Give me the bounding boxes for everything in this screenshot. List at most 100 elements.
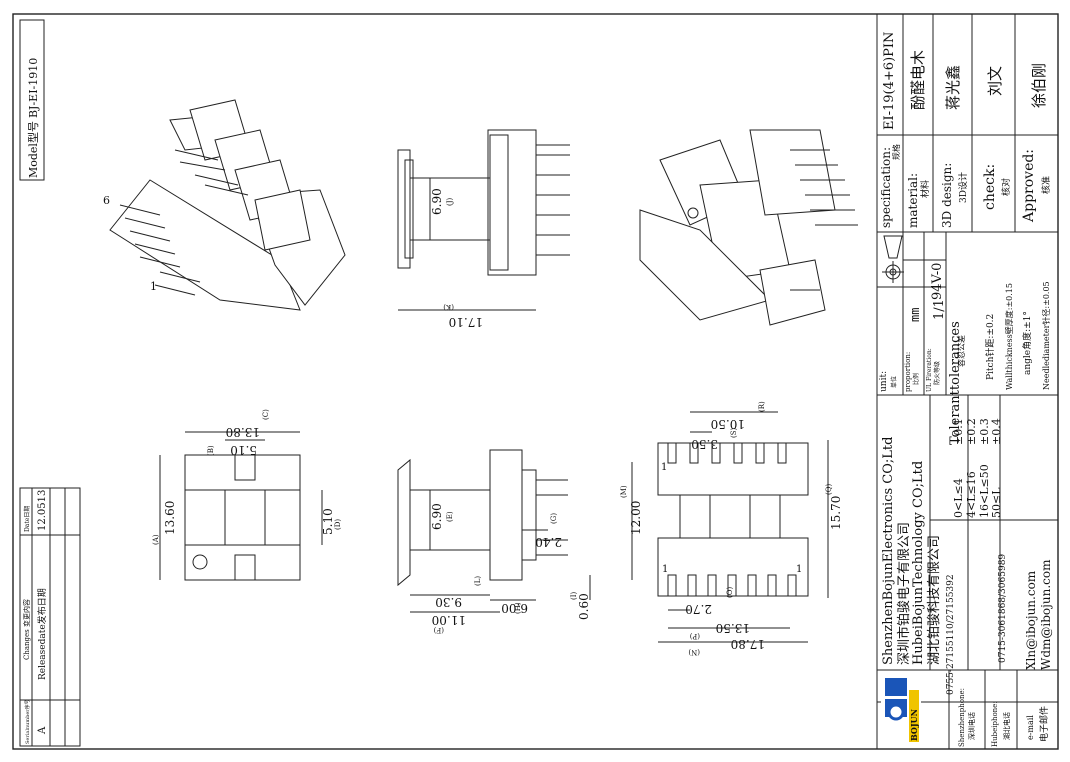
unit-cn: 单位 bbox=[890, 376, 898, 388]
tol-value-1: ±0.1 bbox=[952, 418, 965, 445]
dim-H-tag: (H) bbox=[514, 602, 522, 614]
proportion-label: proportion: bbox=[904, 352, 912, 392]
dim-O-tag: (O) bbox=[726, 587, 734, 598]
sz-phone-cn: 深圳电话 bbox=[967, 712, 976, 740]
fire-label: UL Fireration: bbox=[926, 348, 933, 392]
iso-view-right bbox=[639, 129, 858, 326]
dim-P-tag: (P) bbox=[690, 632, 700, 640]
company-block: ShenzhenBojunElectronics CO;Ltd 深圳市铂骏电子有… bbox=[881, 437, 942, 665]
tol-range-3: 16<L≤50 bbox=[978, 464, 991, 518]
dim-M-tag: (M) bbox=[620, 485, 628, 498]
tol-note-wall: Wallthickness壁厚度:±0.15 bbox=[1004, 283, 1014, 390]
logo-mark-3 bbox=[887, 703, 905, 721]
unit-block: unit: 单位 mm proportion: 比例 1/1 UL Firera… bbox=[879, 263, 947, 392]
dim-E-value: 6.90 bbox=[430, 503, 444, 530]
iso-pin-label-1: 1 bbox=[150, 280, 157, 293]
tol-value-4: ±0.4 bbox=[990, 418, 1003, 445]
fire-cn: 防火等级 bbox=[933, 361, 941, 385]
spec-texts: specification: 规格 EI-19(4+6)PIN material… bbox=[879, 32, 1052, 228]
approved-label: Approved: bbox=[1021, 149, 1037, 223]
email-label: e-mail bbox=[1026, 715, 1035, 740]
sz-phone-value: 0755-27155110/27155392 bbox=[946, 574, 956, 695]
front-view bbox=[159, 431, 323, 581]
side-view-bottom bbox=[397, 449, 591, 613]
unit-label: unit: bbox=[879, 371, 889, 392]
check-value: 刘文 bbox=[986, 66, 1004, 96]
spec-label: specification: bbox=[879, 147, 893, 228]
model-text: Model型号BJ-EI-1910 bbox=[26, 58, 40, 178]
dim-I-value: 0.60 bbox=[577, 593, 591, 620]
bottom-pin-label-a: 1 bbox=[661, 462, 667, 473]
iso-view-left bbox=[109, 99, 346, 311]
dim-D-tag: (D) bbox=[334, 519, 342, 530]
bottom-view bbox=[631, 411, 829, 643]
dim-C-value: 13.80 bbox=[226, 425, 260, 439]
logo-text: BOJUN bbox=[909, 709, 919, 741]
check-label: check: bbox=[982, 164, 998, 210]
dim-K-value: 17.10 bbox=[449, 315, 483, 329]
dim-R-value: 10.50 bbox=[711, 417, 745, 431]
tol-range-4: 50≤L bbox=[990, 487, 1003, 518]
dim-D-value: 5.10 bbox=[321, 508, 335, 535]
dim-E-tag: (E) bbox=[446, 511, 454, 522]
bojun-logo: BOJUN bbox=[881, 675, 921, 743]
tol-cn: 容忍公差 bbox=[956, 335, 966, 367]
dim-S-tag: (S) bbox=[730, 427, 738, 438]
dim-I-tag: (I) bbox=[570, 592, 578, 600]
approved-cn: 核准 bbox=[1040, 176, 1052, 194]
tol-range-1: 0<L≤4 bbox=[952, 478, 965, 518]
dim-G-value: 2.40 bbox=[535, 535, 562, 549]
logo-mark-1 bbox=[885, 678, 907, 696]
contacts-block: 0755-27155110/27155392 Shenzhenphone: 深圳… bbox=[946, 554, 1053, 747]
projection-symbol-icon bbox=[882, 235, 904, 283]
dim-A-tag: (A) bbox=[152, 534, 160, 545]
spec-value: EI-19(4+6)PIN bbox=[882, 32, 897, 130]
dim-L-value: 9.30 bbox=[435, 595, 462, 609]
sz-phone-label: Shenzhenphone: bbox=[958, 688, 966, 747]
dim-P-value: 13.50 bbox=[716, 621, 750, 635]
rev-changes: Releasedate发布日期 bbox=[36, 588, 48, 680]
company-en-2: HubeiBojunTechnology CO;Ltd bbox=[911, 461, 926, 665]
tol-value-2: ±0.2 bbox=[965, 418, 978, 445]
rev-date: 12.0513 bbox=[37, 490, 48, 531]
fire-value: 94V-0 bbox=[930, 263, 945, 300]
company-en-1: ShenzhenBojunElectronics CO;Ltd bbox=[881, 437, 896, 665]
hb-phone-cn: 湖北电话 bbox=[1002, 712, 1011, 740]
rev-serial: A bbox=[37, 726, 48, 735]
dim-H-value: 6.00 bbox=[501, 601, 528, 615]
dim-J-value: 6.90 bbox=[430, 188, 444, 215]
dim-G-tag: (G) bbox=[550, 513, 558, 524]
company-cn-2: 湖北铂骏科技有限公司 bbox=[926, 535, 942, 665]
dim-S-value: 3.50 bbox=[691, 437, 718, 451]
iso-pin-label-6: 6 bbox=[103, 194, 110, 207]
tol-note-angle: angle角度:±1° bbox=[1021, 311, 1033, 375]
side-view-top bbox=[397, 129, 570, 311]
tol-range-2: 4<L≤16 bbox=[965, 471, 978, 518]
design-cn: 3D设计 bbox=[957, 172, 969, 203]
dim-R-tag: (R) bbox=[758, 401, 766, 412]
email-cn: 电子邮件 bbox=[1038, 706, 1050, 742]
dim-Q-value: 15.70 bbox=[829, 496, 843, 530]
tol-value-3: ±0.3 bbox=[978, 418, 991, 445]
bottom-pin-label-b: 1 bbox=[662, 564, 668, 575]
hb-phone-value: 0715-3061868/3065989 bbox=[998, 554, 1008, 663]
dim-J-tag: (J) bbox=[446, 197, 454, 206]
dim-B-tag: (B) bbox=[207, 445, 215, 456]
dim-M-value: 12.00 bbox=[629, 501, 643, 535]
revision-table: Serialnumber序号 Changes 变更内容 Date日期 A Rel… bbox=[19, 487, 81, 747]
unit-value: mm bbox=[908, 308, 922, 322]
design-value: 蒋光鑫 bbox=[944, 65, 962, 110]
dim-N-tag: (N) bbox=[688, 648, 700, 656]
dim-O-value: 2.70 bbox=[685, 602, 712, 616]
rev-header-serial: Serialnumber序号 bbox=[24, 699, 31, 744]
tol-note-pitch: Pitch针距:±0.2 bbox=[984, 314, 996, 380]
email-value-1: Xln@ibojun.com bbox=[1024, 570, 1038, 670]
email-value-2: Wdm@ibojun.com bbox=[1039, 559, 1053, 670]
material-cn: 材料 bbox=[919, 180, 931, 198]
material-value: 酚醛电木 bbox=[909, 50, 927, 110]
proportion-value: 1/1 bbox=[932, 299, 947, 320]
tol-title: Toleranttolerances bbox=[948, 321, 963, 445]
company-cn-1: 深圳市铂骏电子有限公司 bbox=[896, 522, 912, 665]
dim-F-value: 11.00 bbox=[432, 613, 466, 627]
dim-A-value: 13.60 bbox=[163, 501, 177, 535]
